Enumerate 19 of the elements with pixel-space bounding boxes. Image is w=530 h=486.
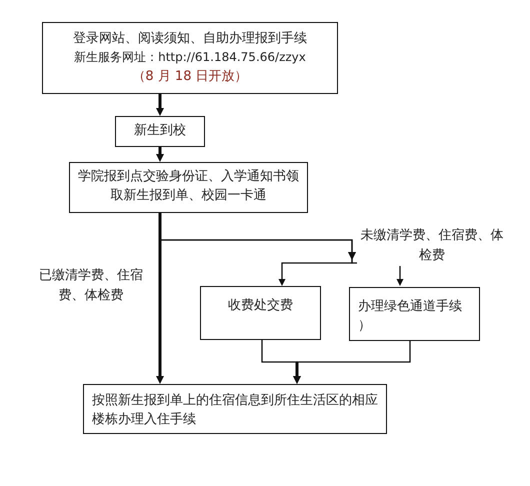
box-text: 办理绿色通道手续	[358, 298, 463, 316]
box-text: （8 月 18 日开放）	[131, 68, 249, 86]
process-box	[69, 162, 308, 213]
arrow	[156, 147, 164, 162]
box-text: 新生服务网址：http://61.184.75.66/zzyx	[73, 49, 307, 66]
process-box	[349, 287, 480, 341]
box-text: 登录网站、阅读须知、自助办理报到手续	[72, 30, 308, 48]
process-box	[200, 286, 321, 340]
box-text: 按照新生报到单上的住宿信息到所住生活区的相应楼栋办理入住手续	[92, 392, 378, 429]
box-text: ）	[358, 317, 372, 335]
arrow	[293, 341, 411, 384]
box-text: 学院报到点交验身份证、入学通知书领取新生报到单、校园一卡通	[78, 168, 299, 205]
box-text: 收费处交费	[227, 297, 294, 315]
arrow	[156, 94, 164, 116]
arrow	[156, 213, 164, 384]
box-text: 新生到校	[133, 122, 187, 140]
process-box	[42, 22, 338, 94]
process-box	[115, 116, 205, 147]
process-box	[83, 384, 387, 434]
